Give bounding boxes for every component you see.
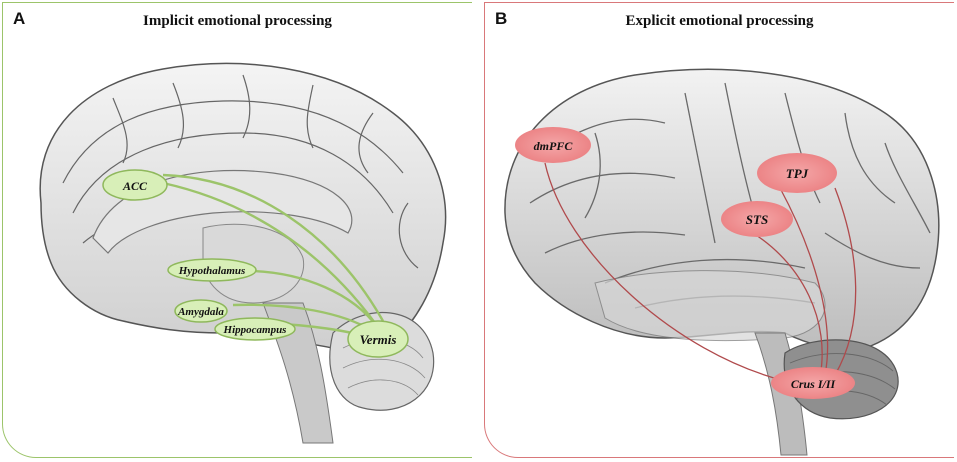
node-acc: ACC [102, 169, 168, 201]
node-vermis: Vermis [347, 320, 409, 358]
panel-implicit: A Implicit emotional processing [2, 2, 472, 458]
node-sts: STS [721, 201, 793, 237]
label-sts: STS [746, 212, 768, 227]
panel-title-b: Explicit emotional processing [625, 13, 814, 29]
label-hypothalamus: Hypothalamus [178, 265, 246, 277]
label-hippocampus: Hippocampus [223, 324, 287, 336]
panel-title-a: Implicit emotional processing [143, 13, 332, 29]
temporal-lobe [594, 270, 826, 342]
label-acc: ACC [122, 179, 148, 193]
brain-sagittal-illustration: ACC Hypothalamus Amygdala Hippocampus Ve… [39, 62, 447, 444]
label-tpj: TPJ [786, 166, 809, 181]
panel-explicit: B Explicit emotional processing [484, 2, 954, 458]
connections-a [162, 173, 385, 339]
label-vermis: Vermis [360, 332, 397, 347]
connections-b [544, 162, 857, 382]
node-hypothalamus: Hypothalamus [167, 258, 257, 282]
panel-letter-b: B [495, 9, 508, 28]
node-tpj: TPJ [757, 153, 837, 193]
node-hippocampus: Hippocampus [214, 317, 296, 341]
label-crus: Crus I/II [791, 377, 837, 391]
panel-letter-a: A [13, 9, 26, 28]
node-dmpfc: dmPFC [515, 127, 591, 163]
label-dmpfc: dmPFC [534, 139, 574, 153]
node-crus: Crus I/II [771, 367, 855, 399]
label-amygdala: Amygdala [177, 306, 224, 318]
node-amygdala: Amygdala [174, 299, 228, 323]
brain-lateral-illustration: dmPFC TPJ STS Crus I/II [504, 68, 940, 456]
thalamus [202, 223, 305, 304]
